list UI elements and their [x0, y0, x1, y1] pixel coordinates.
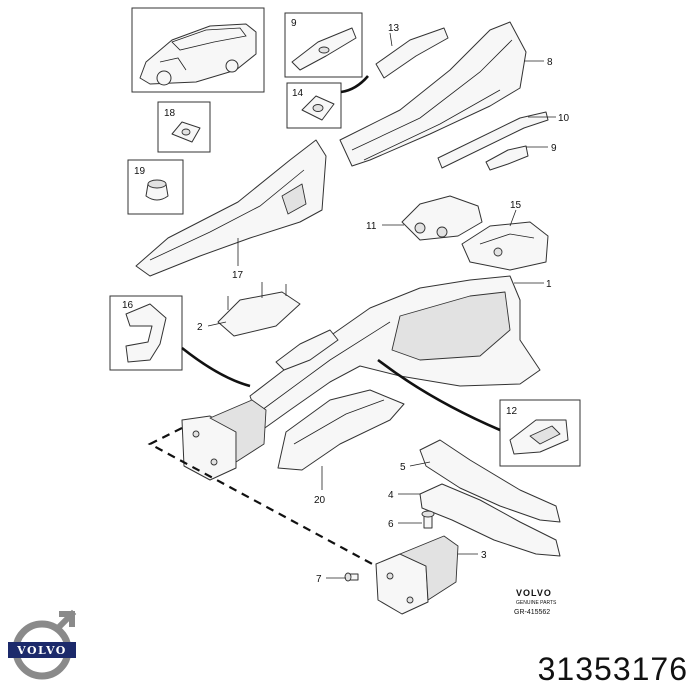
volvo-logo: VOLVO [8, 609, 77, 680]
callout-15: 15 [510, 200, 522, 211]
callout-20: 20 [314, 495, 326, 506]
inset-12 [499, 399, 581, 467]
part-5-crossmember [419, 439, 561, 523]
volvo-logo-text: VOLVO [16, 644, 67, 657]
front-crush-box [181, 399, 267, 481]
caption-brand: VOLVO [516, 588, 552, 598]
part-6-bolt [421, 510, 435, 529]
callout-16: 16 [122, 300, 134, 311]
part-15-housing [461, 221, 549, 271]
part-number: 31353176 [537, 651, 688, 687]
inset-14 [286, 82, 342, 129]
callout-4: 4 [388, 490, 394, 501]
part-7-bolt [344, 572, 359, 582]
part-13-bracket [375, 27, 449, 79]
callout-3: 3 [481, 550, 487, 561]
inset-9 [284, 12, 363, 78]
callout-17: 17 [232, 270, 244, 281]
callout-8: 8 [547, 57, 553, 68]
callout-9-b: 9 [551, 143, 557, 154]
callout-labels: 1 2 3 4 5 6 7 8 9 9 10 11 12 13 14 15 16… [122, 18, 570, 585]
callout-9-a: 9 [291, 18, 297, 29]
callout-11: 11 [366, 221, 377, 232]
inset-16 [109, 295, 183, 371]
part-2-brackets [217, 282, 339, 371]
callout-5: 5 [400, 462, 406, 473]
alignment-dashed-line [147, 427, 377, 567]
inset-12-arrow [377, 358, 501, 432]
callout-12: 12 [506, 406, 518, 417]
part-8-rail [339, 21, 527, 167]
part-20-panel [277, 389, 405, 471]
callout-6: 6 [388, 519, 394, 530]
caption-reference: GR-415562 [514, 609, 550, 616]
callout-18: 18 [164, 108, 176, 119]
part-4-crossmember [419, 483, 561, 557]
callout-1: 1 [546, 279, 552, 290]
callout-13: 13 [388, 23, 400, 34]
callout-14: 14 [292, 88, 304, 99]
inset-18 [157, 101, 211, 153]
inset-14-arrow [340, 75, 369, 94]
inset-16-arrow [181, 346, 251, 388]
part-9-bracket [485, 145, 529, 171]
part-10-strip [437, 111, 549, 169]
car-overview-inset [131, 7, 265, 93]
part-3-crush-box [375, 535, 459, 615]
callout-7: 7 [316, 574, 322, 585]
part-11-bracket [401, 195, 483, 241]
inset-19 [127, 159, 184, 215]
leader-lines [207, 32, 556, 579]
callout-10: 10 [558, 113, 570, 124]
callout-19: 19 [134, 166, 146, 177]
part-17-rail [135, 139, 327, 277]
callout-2: 2 [197, 322, 203, 333]
diagram-caption: VOLVO GENUINE PARTS GR-415562 [514, 588, 557, 616]
caption-subtitle: GENUINE PARTS [516, 600, 557, 606]
part-1-frame [249, 275, 541, 431]
